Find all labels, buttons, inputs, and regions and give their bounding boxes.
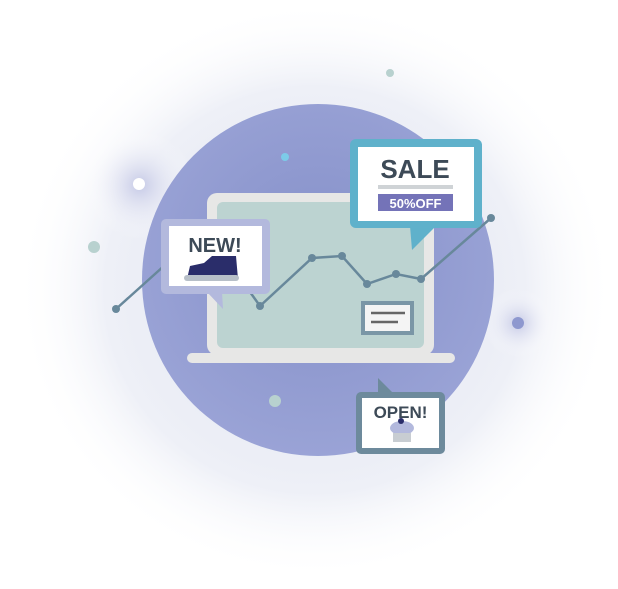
dot [386, 69, 394, 77]
discount-label: 50%OFF [389, 196, 441, 211]
new-badge: NEW! [161, 219, 270, 309]
sale-badge: SALE 50%OFF [350, 139, 482, 250]
dot [133, 178, 145, 190]
dot [512, 317, 524, 329]
laptop-base [187, 353, 455, 363]
awning [378, 185, 453, 189]
cupcake-icon [390, 418, 414, 442]
dot [281, 153, 289, 161]
sale-label: SALE [380, 154, 449, 184]
open-label: OPEN! [374, 403, 428, 422]
small-card [361, 301, 414, 335]
new-label: NEW! [188, 235, 241, 257]
dot [269, 395, 281, 407]
sneaker-icon [184, 256, 239, 281]
open-badge: OPEN! [356, 378, 445, 454]
dot [88, 241, 100, 253]
